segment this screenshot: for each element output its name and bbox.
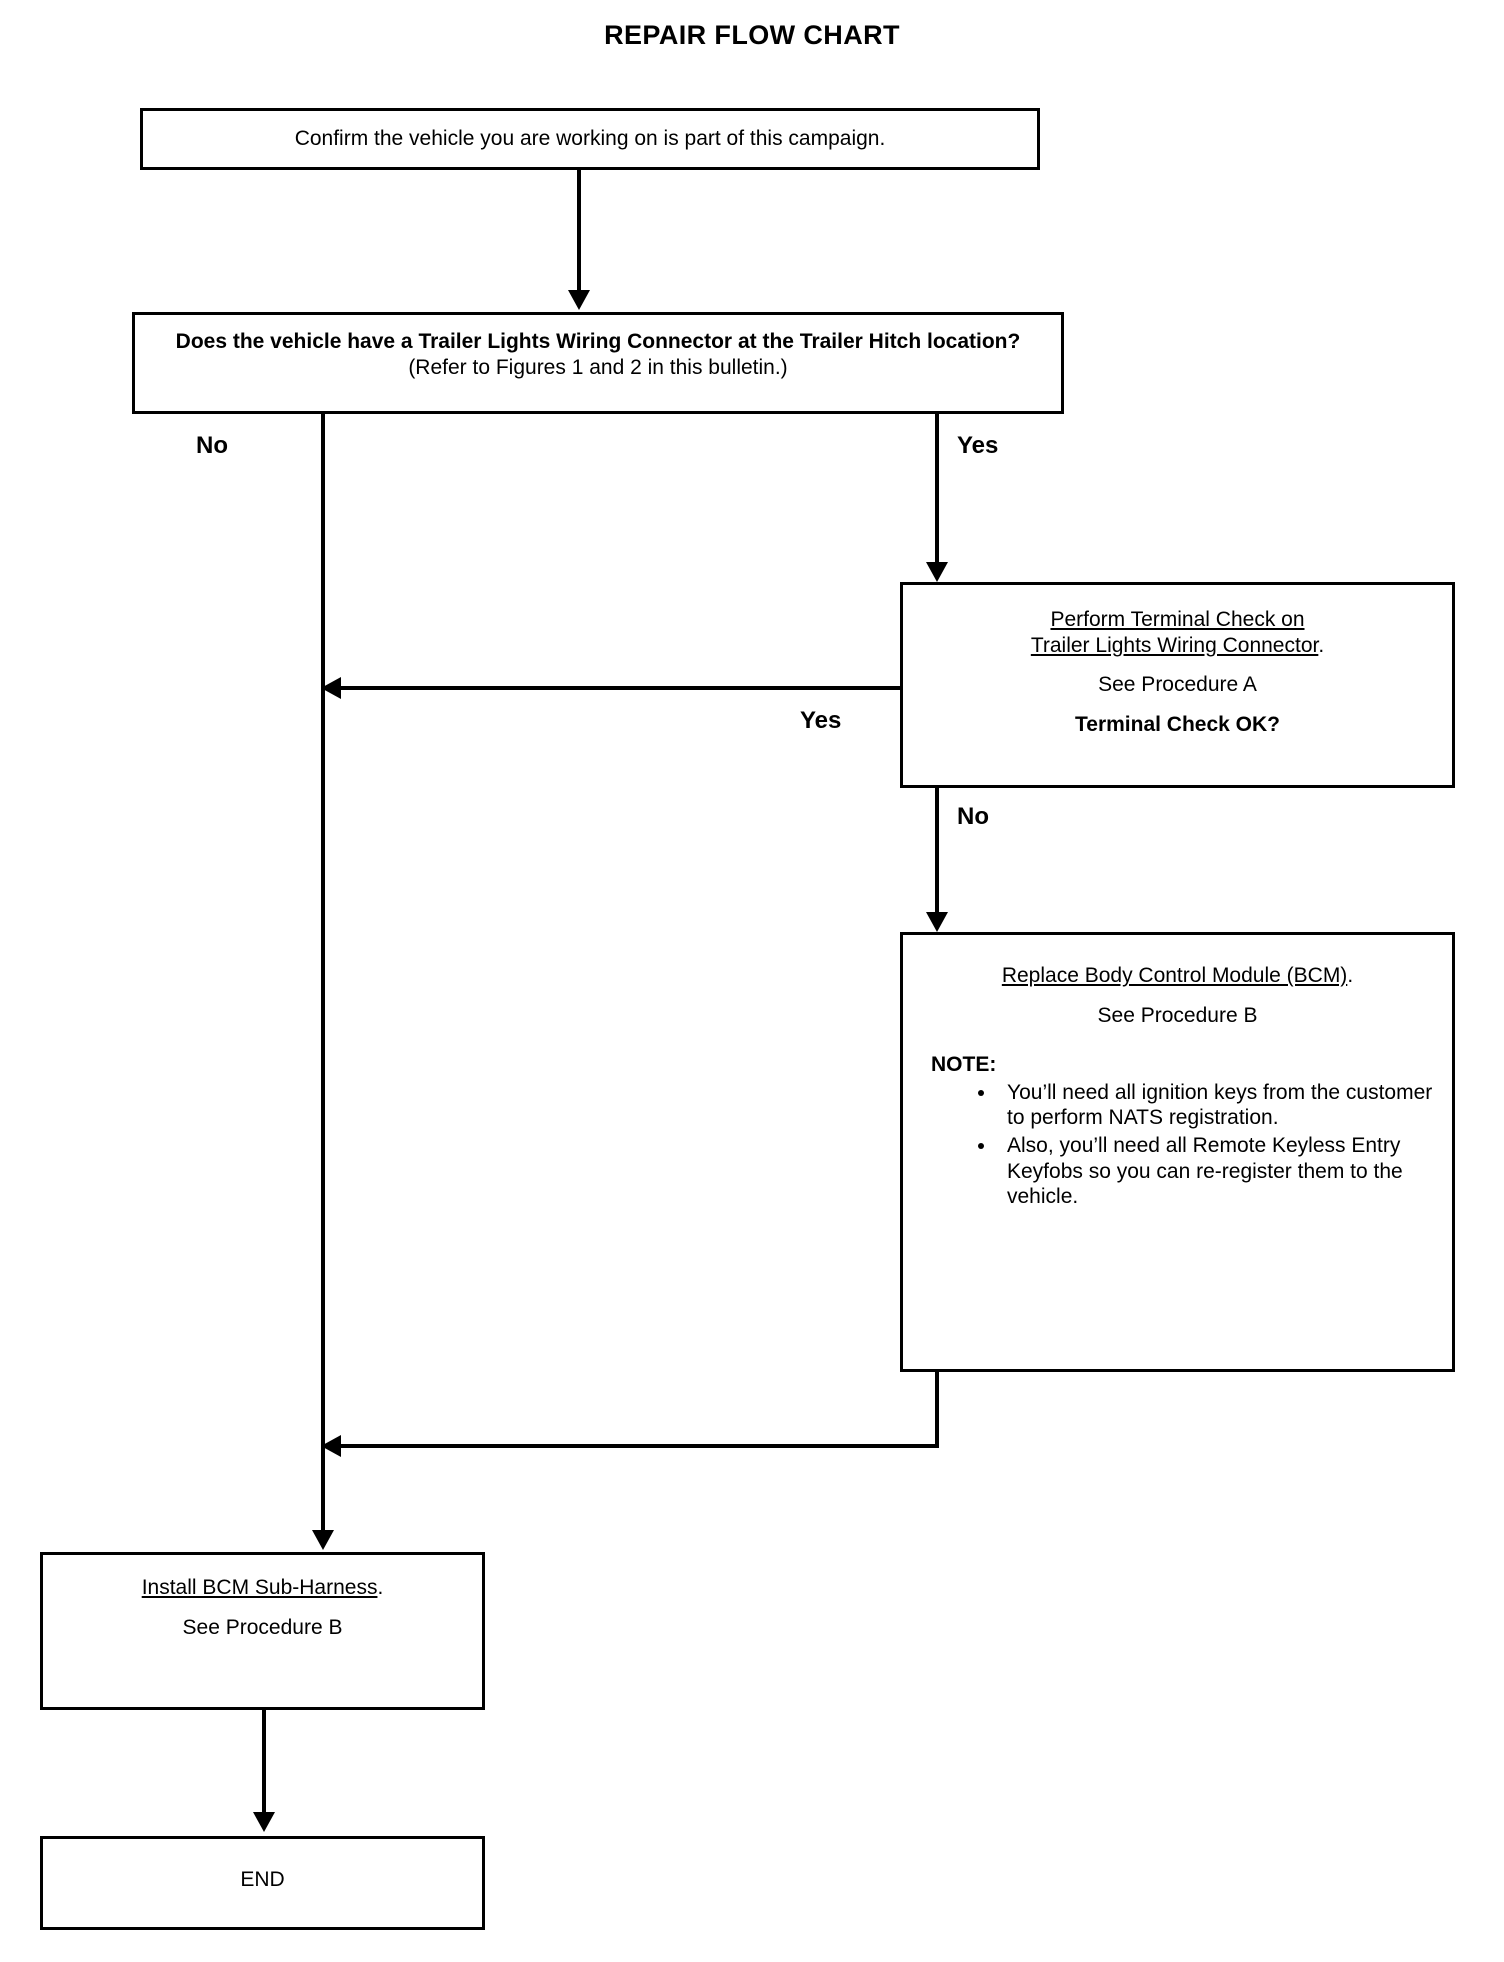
- terminal-check-line-2: Trailer Lights Wiring Connector: [1030, 633, 1319, 657]
- install-subharness-line-1: Install BCM Sub-Harness: [141, 1576, 378, 1599]
- arrowhead-terminal-no-to-bcm: [926, 912, 948, 932]
- question-line-1: Does the vehicle have a Trailer Lights W…: [175, 330, 1021, 353]
- flow-box-confirm-vehicle: Confirm the vehicle you are working on i…: [140, 108, 1040, 170]
- install-subharness-line-2: See Procedure B: [182, 1615, 343, 1639]
- terminal-check-line-2-suffix: .: [1318, 633, 1325, 657]
- connector-bcm-back-horizontal: [332, 1444, 939, 1448]
- spacer: [53, 1601, 472, 1615]
- arrowhead-yes-branch-to-terminal-check: [926, 562, 948, 582]
- connector-bcm-down: [935, 1372, 939, 1448]
- edge-label-no-left: No: [196, 432, 228, 459]
- spacer: [913, 698, 1442, 712]
- flow-box-confirm-vehicle-text: Confirm the vehicle you are working on i…: [294, 127, 886, 150]
- terminal-check-line-1: Perform Terminal Check on: [1050, 608, 1305, 631]
- replace-bcm-note-label: NOTE:: [931, 1053, 997, 1077]
- question-line-2: (Refer to Figures 1 and 2 in this bullet…: [408, 355, 788, 379]
- connector-terminal-ok-yes-horizontal: [332, 686, 900, 690]
- edge-label-yes-right: Yes: [957, 432, 999, 459]
- connector-install-to-end: [262, 1710, 266, 1814]
- connector-terminal-no-vertical: [935, 788, 939, 914]
- list-item: You’ll need all ignition keys from the c…: [997, 1080, 1442, 1131]
- edge-label-yes-back: Yes: [800, 707, 842, 734]
- flow-box-terminal-check: Perform Terminal Check on Trailer Lights…: [900, 582, 1455, 788]
- connector-no-branch-vertical: [321, 414, 325, 1532]
- flow-box-trailer-connector-question: Does the vehicle have a Trailer Lights W…: [132, 312, 1064, 414]
- replace-bcm-line-2: See Procedure B: [1097, 1003, 1258, 1027]
- replace-bcm-line-1-suffix: .: [1347, 964, 1354, 987]
- flow-box-end-text: END: [240, 1868, 285, 1891]
- connector-confirm-to-question: [577, 170, 581, 292]
- spacer: [913, 989, 1442, 1003]
- edge-label-no-down: No: [957, 803, 989, 830]
- flow-box-end: END: [40, 1836, 485, 1930]
- replace-bcm-note-list: You’ll need all ignition keys from the c…: [913, 1080, 1442, 1210]
- connector-yes-branch-vertical: [935, 414, 939, 564]
- flow-box-replace-bcm: Replace Body Control Module (BCM). See P…: [900, 932, 1455, 1372]
- terminal-check-line-4: Terminal Check OK?: [1075, 712, 1280, 736]
- page-title: REPAIR FLOW CHART: [604, 20, 900, 50]
- terminal-check-line-3: See Procedure A: [1098, 673, 1257, 697]
- replace-bcm-line-1: Replace Body Control Module (BCM): [1001, 964, 1348, 987]
- arrowhead-terminal-ok-yes: [321, 677, 341, 699]
- flow-box-install-subharness: Install BCM Sub-Harness. See Procedure B: [40, 1552, 485, 1710]
- list-item: Also, you’ll need all Remote Keyless Ent…: [997, 1133, 1442, 1210]
- arrowhead-bcm-back: [321, 1435, 341, 1457]
- install-subharness-line-1-suffix: .: [377, 1576, 384, 1599]
- arrowhead-confirm-to-question: [568, 290, 590, 310]
- spacer: [913, 658, 1442, 672]
- arrowhead-install-to-end: [253, 1812, 275, 1832]
- arrowhead-no-branch-to-install: [312, 1530, 334, 1550]
